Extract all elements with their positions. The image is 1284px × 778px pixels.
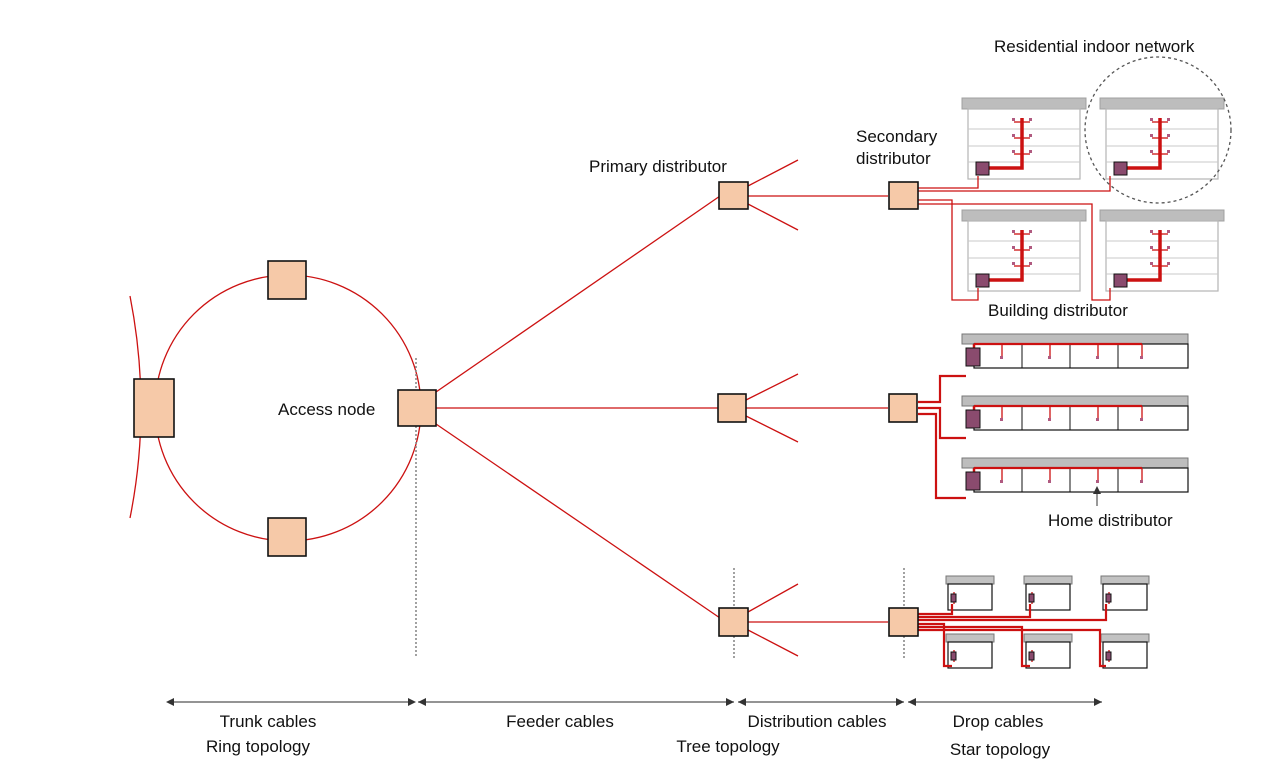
access-node [397,389,437,427]
secondary-distributor-bottom [888,607,919,637]
apartment-building-2 [1098,96,1226,181]
label-tree-topology: Tree topology [676,737,780,756]
row-house-3 [960,456,1190,494]
ring-topology [129,260,422,557]
house-2 [1023,575,1073,611]
row-house-2 [960,394,1190,432]
apartment-building-3 [960,208,1088,293]
label-building-distributor: Building distributor [988,301,1128,320]
primary-distributor-middle [717,373,888,443]
label-trunk-cables: Trunk cables [220,712,317,731]
detached-houses [918,575,1150,669]
apartment-building-1 [960,96,1088,181]
primary-distributor-top [718,159,888,231]
feeder-cables [435,195,721,619]
label-residential-indoor-network: Residential indoor network [994,37,1195,56]
primary-distributor-bottom [718,583,888,657]
label-secondary-distributor-1: Secondary [856,127,938,146]
residential-network-outline [1084,56,1232,204]
row-houses [918,332,1190,506]
row-house-1 [960,332,1190,370]
label-primary-distributor: Primary distributor [589,157,727,176]
ring-node-left [133,378,175,438]
house-4 [945,633,995,669]
label-secondary-distributor-2: distributor [856,149,931,168]
label-drop-cables: Drop cables [953,712,1044,731]
apartment-building-4 [1098,208,1226,293]
label-ring-topology: Ring topology [206,737,310,756]
house-6 [1100,633,1150,669]
ring-node-bottom [267,517,307,557]
house-5 [1023,633,1073,669]
label-access-node: Access node [278,400,375,419]
secondary-distributor-middle [888,393,918,423]
label-feeder-cables: Feeder cables [506,712,614,731]
label-distribution-cables: Distribution cables [748,712,887,731]
label-home-distributor: Home distributor [1048,511,1173,530]
label-star-topology: Star topology [950,740,1051,759]
apartment-buildings [918,56,1232,301]
ring-node-top [267,260,307,300]
house-3 [1100,575,1150,611]
span-arrows [166,698,1102,706]
secondary-distributor-top [888,181,919,210]
house-1 [945,575,995,611]
